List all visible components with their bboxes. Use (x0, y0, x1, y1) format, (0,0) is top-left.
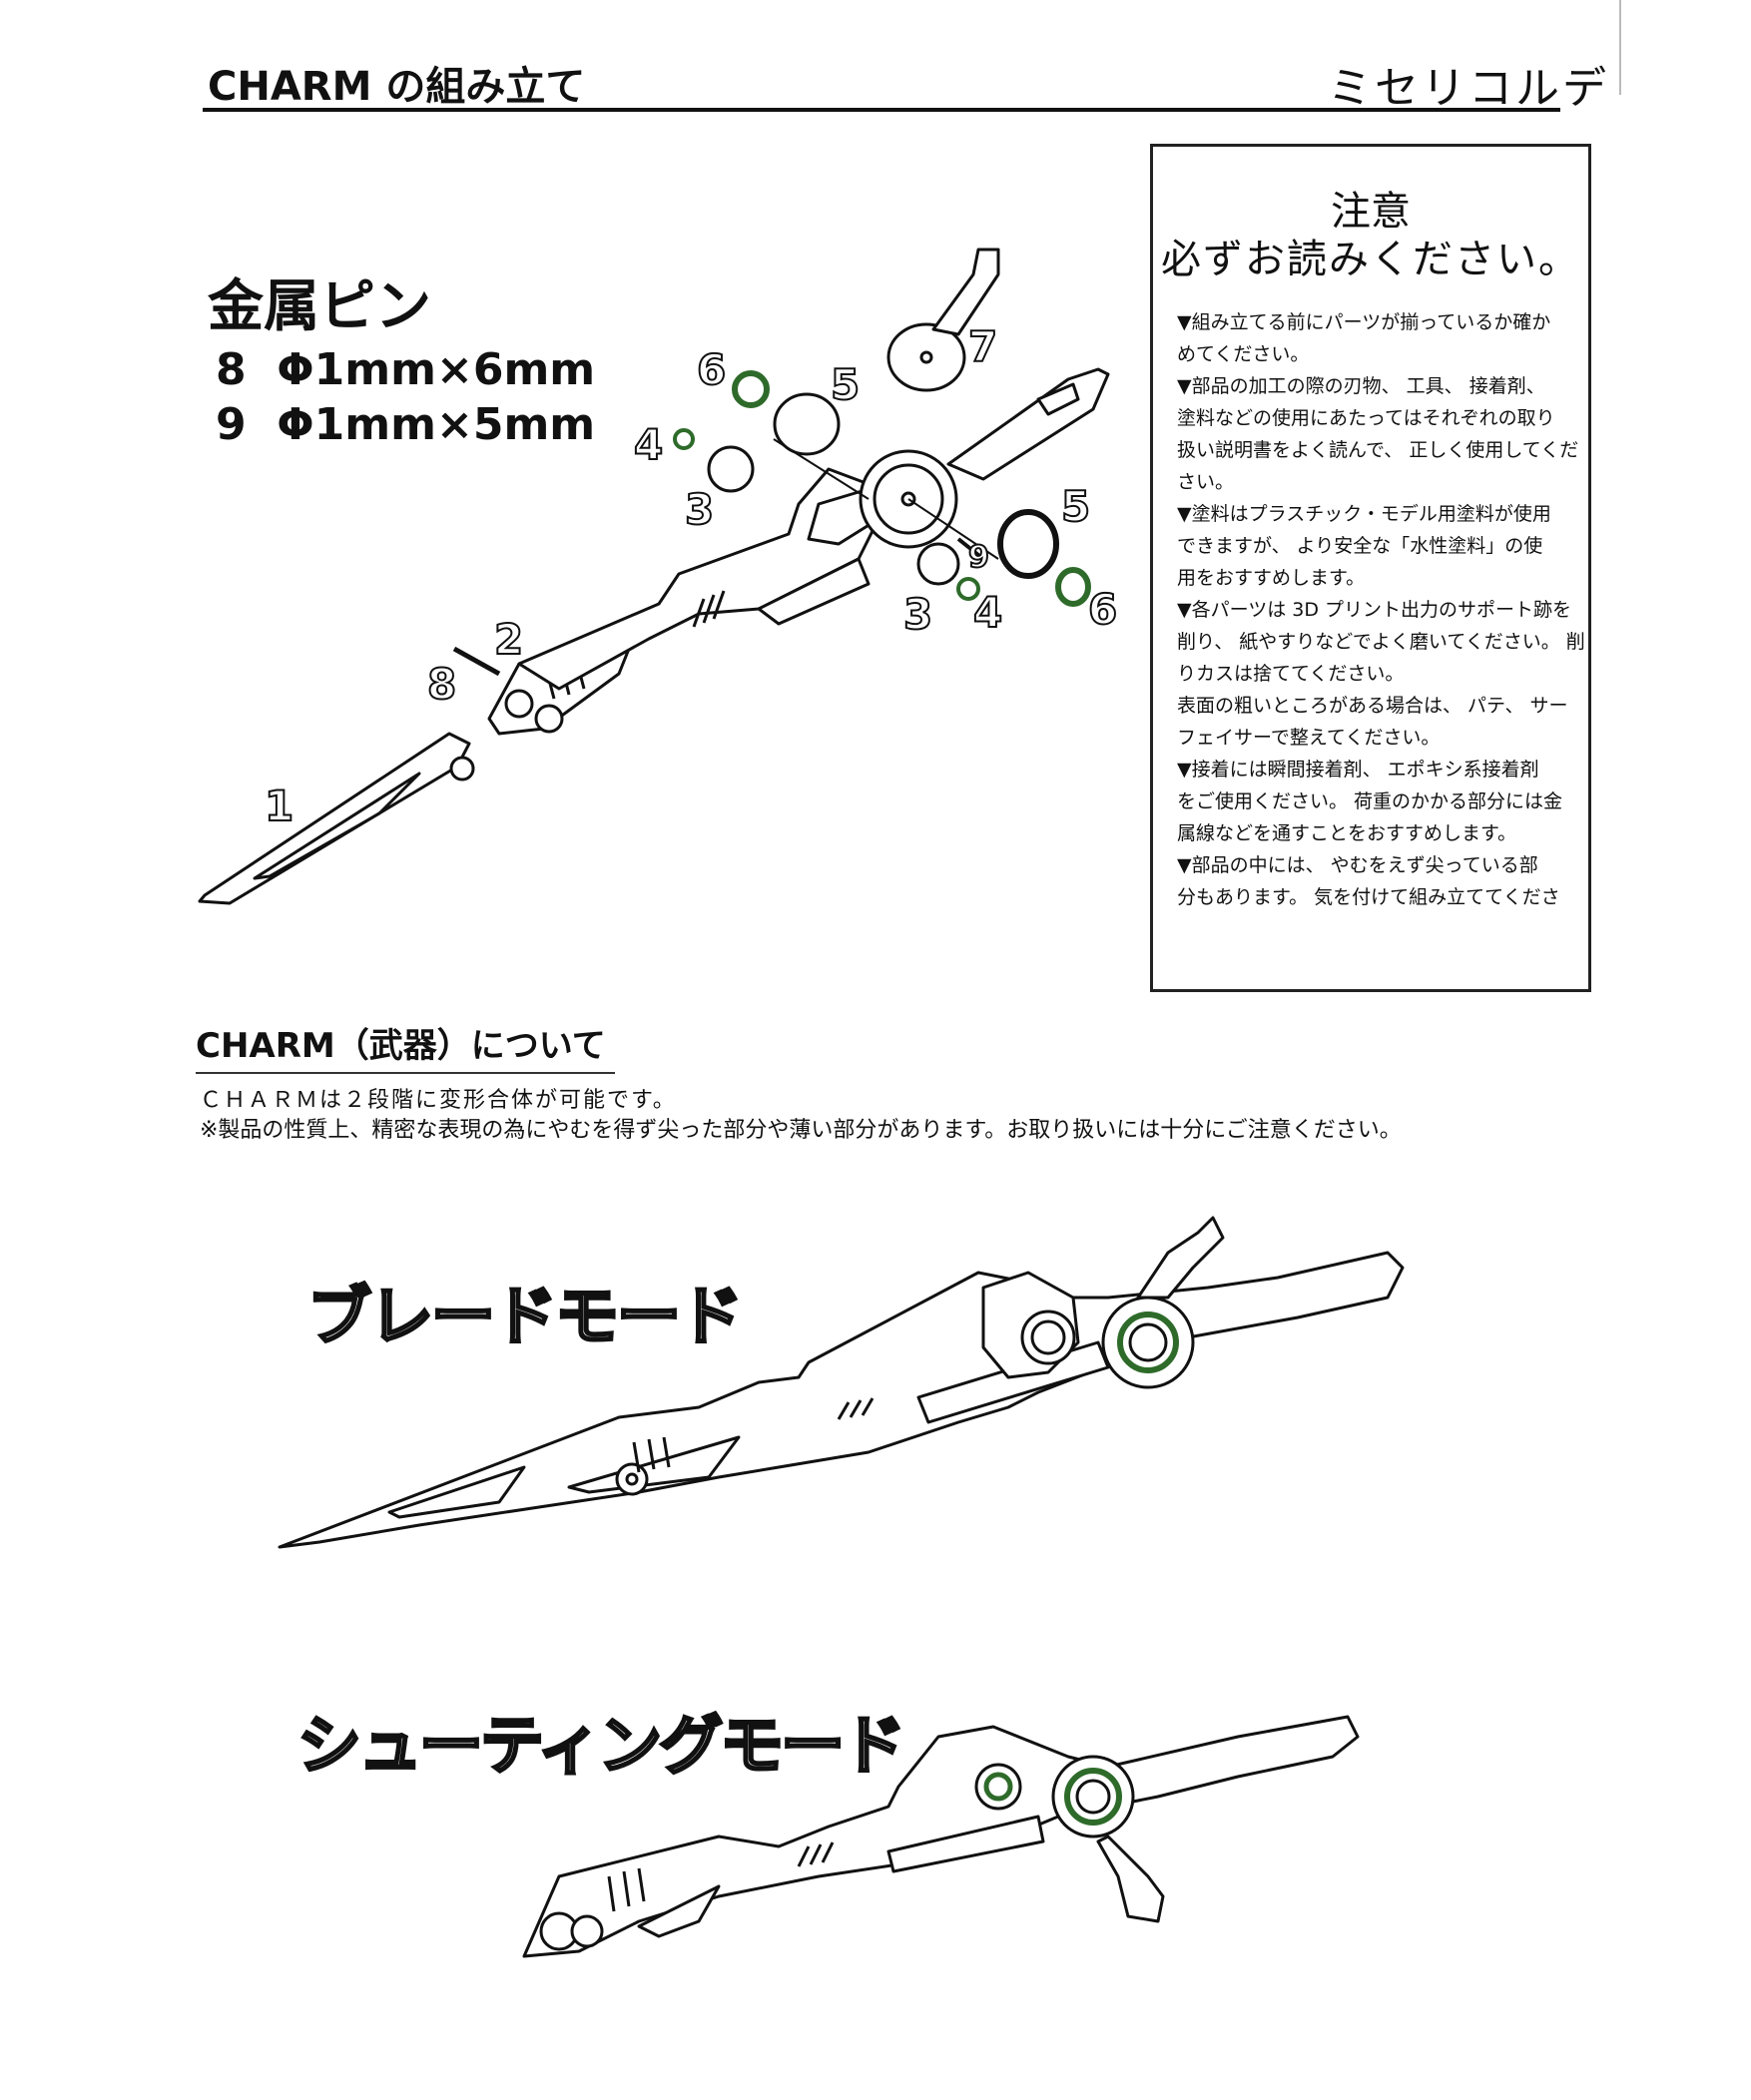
notice-line: 表面の粗いところがある場合は、 パテ、 サー (1177, 695, 1568, 717)
notice-line: りカスは捨ててください。 (1177, 663, 1405, 685)
label-part-2: 2 (494, 615, 523, 664)
notice-line: 削り、 紙やすりなどでよく磨いてください。 削 (1177, 631, 1585, 653)
handle (946, 367, 1110, 481)
page-title: CHARM の組み立て (208, 64, 586, 110)
part-4-ring-lower (956, 577, 980, 601)
part-4-ring-upper (673, 428, 695, 450)
part-9-pin (956, 537, 985, 561)
blade-mode-title: ブレードモード (306, 1280, 745, 1356)
notice-line: 分もあります。 気を付けて組み立ててくださ (1177, 886, 1560, 908)
header-divider (203, 108, 1560, 112)
label-part-4-upper: 4 (634, 420, 663, 469)
label-part-9: 9 (968, 540, 989, 575)
notice-line: できますが、 より安全な「水性塗料」の使 (1177, 535, 1543, 557)
label-part-3-lower: 3 (903, 590, 932, 639)
part-8-pin (452, 646, 501, 677)
caution-notice: 注意 必ずお読みください。 ▼組み立てる前にパーツが揃っているか確か めてくださ… (1150, 144, 1591, 992)
pin-spec-8: 8 Φ1mm×6mm (216, 344, 596, 395)
about-line-1: ＣＨＡＲＭは２段階に変形合体が可能です。 (200, 1088, 677, 1113)
part-3-ring-lower (916, 542, 960, 586)
notice-line: ▼塗料はプラスチック・モデル用塗料が使用 (1177, 503, 1551, 525)
pin-spec-9: 9 Φ1mm×5mm (216, 399, 596, 450)
notice-body: ▼組み立てる前にパーツが揃っているか確か めてください。 ▼部品の加工の際の刃物… (1177, 306, 1585, 913)
notice-line: 扱い説明書をよく読んで、 正しく使用してくだ (1177, 439, 1579, 461)
notice-line: 用をおすすめします。 (1177, 567, 1366, 589)
notice-line: 塗料などの使用にあたってはそれぞれの取り (1177, 407, 1555, 429)
label-part-5-lower: 5 (1061, 482, 1090, 531)
notice-line: めてください。 (1177, 343, 1310, 365)
shooting-mode-illustration (522, 1715, 1360, 1958)
blade-mode-illustration (278, 1216, 1405, 1549)
label-part-4-lower: 4 (973, 588, 1002, 637)
metal-pins-title: 金属ピン (208, 274, 431, 339)
about-line-2: ※製品の性質上、精密な表現の為にやむを得ず尖った部分や薄い部分があります。お取り… (200, 1118, 1402, 1143)
notice-line: さい。 (1177, 471, 1235, 493)
page-edge-line (1619, 0, 1621, 95)
shooting-mode-title: シューティングモード (295, 1709, 906, 1786)
label-part-3-upper: 3 (685, 485, 714, 534)
part-5-ring-upper (773, 392, 841, 456)
notice-line: ▼部品の加工の際の刃物、 工具、 接着剤、 (1177, 375, 1545, 397)
part-6-ring-upper (732, 370, 770, 408)
label-part-8: 8 (427, 660, 456, 709)
notice-line: フェイサーで整えてください。 (1177, 727, 1441, 749)
notice-line: ▼部品の中には、 やむをえず尖っている部 (1177, 854, 1538, 876)
notice-line: ▼接着には瞬間接着剤、 エポキシ系接着剤 (1177, 759, 1539, 781)
part-3-ring-upper (707, 445, 755, 493)
label-part-5-upper: 5 (831, 360, 860, 409)
notice-subheading: 必ずお読みください。 (1161, 237, 1580, 282)
part-5-ring-lower (997, 509, 1059, 579)
label-part-1: 1 (265, 782, 293, 830)
about-divider (196, 1072, 615, 1074)
notice-heading: 注意 (1331, 189, 1411, 235)
part-6-ring-lower (1055, 567, 1091, 607)
label-part-7: 7 (968, 322, 997, 371)
notice-line: ▼組み立てる前にパーツが揃っているか確か (1177, 311, 1551, 333)
about-section-title: CHARM（武器）について (196, 1026, 606, 1066)
notice-line: ▼各パーツは 3D プリント出力のサポート跡を (1177, 599, 1572, 621)
label-part-6-upper: 6 (697, 345, 726, 394)
page-subtitle: ミセリコルデ (1328, 63, 1609, 114)
notice-line: 属線などを通すことをおすすめします。 (1177, 822, 1517, 844)
notice-line: をご使用ください。 荷重のかかる部分には金 (1177, 790, 1563, 812)
part-1-blade (198, 732, 471, 905)
label-part-6-lower: 6 (1088, 585, 1117, 634)
